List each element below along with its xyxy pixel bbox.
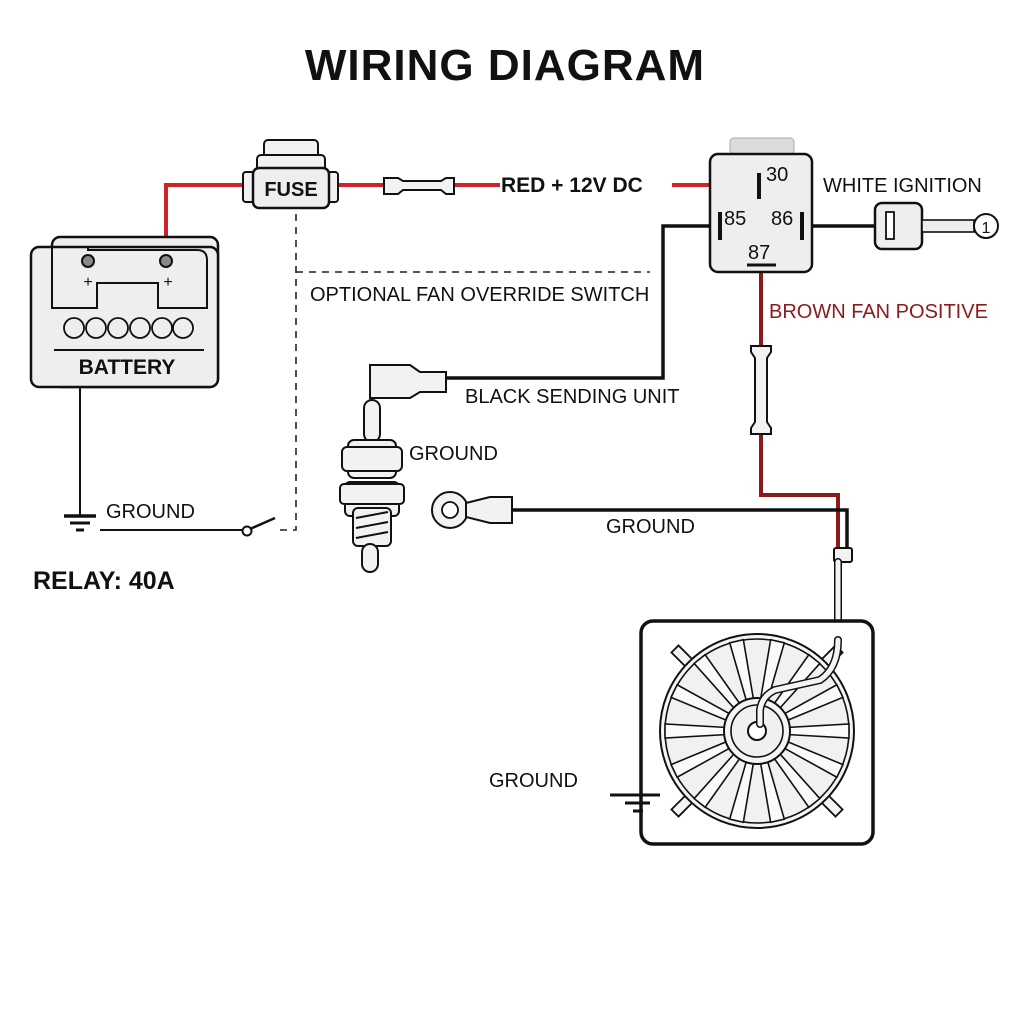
sensor-ground-label: GROUND (409, 443, 498, 465)
ring-ground-label: GROUND (606, 516, 695, 538)
ring-terminal-icon (431, 491, 513, 529)
black-wire-sending-unit (446, 224, 718, 380)
relay-rating-label: RELAY: 40A (33, 567, 175, 595)
brown-fan-positive-label: BROWN FAN POSITIVE (769, 301, 988, 323)
page-title: WIRING DIAGRAM (305, 41, 705, 90)
battery-cells-icon (63, 317, 194, 339)
black-wire-ring-ground (512, 508, 849, 548)
inline-connector-red (383, 177, 455, 195)
fuse-label: FUSE (264, 179, 317, 201)
inline-connector-brown (750, 345, 772, 435)
relay: 30 85 86 87 (708, 137, 814, 274)
battery-positive-terminal-icon (159, 254, 173, 268)
override-dashed-line-vertical (280, 212, 297, 531)
red-wire-label: RED + 12V DC (501, 174, 643, 197)
relay-pin-85: 85 (724, 208, 746, 230)
relay-pin-87: 87 (748, 242, 770, 264)
optional-switch-label: OPTIONAL FAN OVERRIDE SWITCH (310, 284, 649, 306)
override-switch-icon[interactable] (241, 516, 276, 537)
battery-negative-terminal-icon (81, 254, 95, 268)
battery-ground-symbol (64, 514, 96, 532)
white-ignition-label: WHITE IGNITION (823, 175, 982, 197)
relay-pin-30: 30 (766, 164, 788, 186)
relay-pin-86: 86 (771, 208, 793, 230)
fan-ground-wire (640, 811, 656, 845)
battery-terminal-label-left: + (83, 274, 92, 291)
battery-terminal-label-right: + (163, 274, 172, 291)
ignition-key-symbol: 1 (982, 220, 991, 237)
ignition-key-icon[interactable]: 1 (873, 201, 999, 251)
black-sending-unit-label: BLACK SENDING UNIT (465, 386, 679, 408)
fan-harness-overlay (757, 637, 841, 727)
battery: + + BATTERY (29, 235, 220, 389)
fan-ground-label: GROUND (489, 770, 578, 792)
battery-label: BATTERY (79, 356, 176, 379)
temperature-sensor-icon (339, 399, 405, 573)
red-wire-battery-to-fuse (164, 183, 248, 260)
fuse: FUSE (242, 139, 339, 210)
spade-connector (369, 364, 447, 399)
battery-ground-label: GROUND (106, 501, 195, 523)
brown-wire-connector-to-fan (759, 434, 840, 548)
